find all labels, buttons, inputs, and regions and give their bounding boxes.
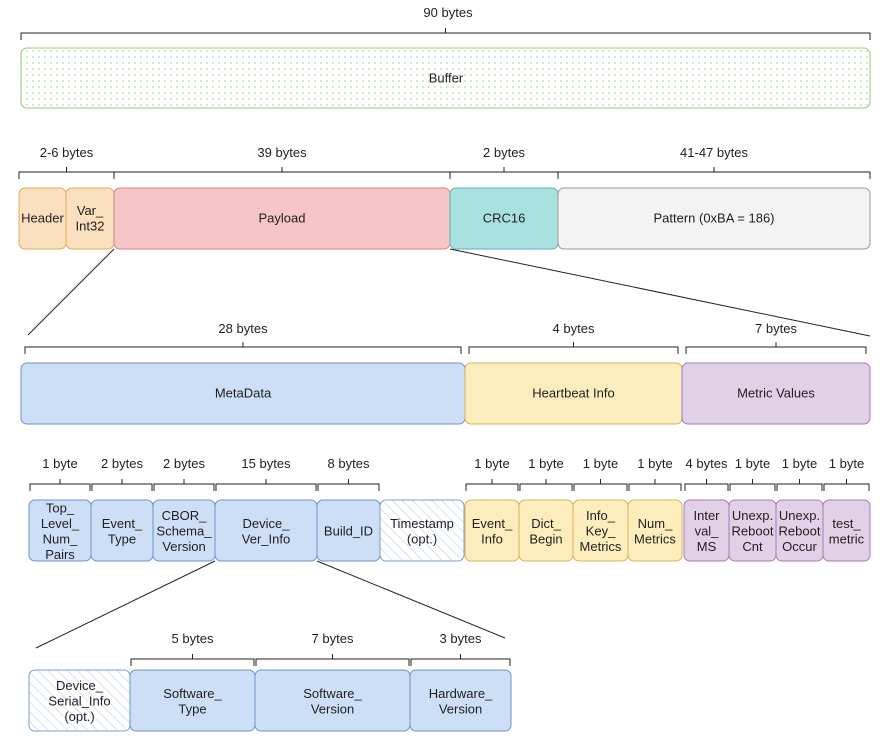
- frame-brace: [449, 167, 559, 179]
- device-expand-line-right: [316, 560, 506, 639]
- payload-size-label: 4 bytes: [553, 321, 595, 336]
- device-part-box: [409, 669, 512, 732]
- field-size-label: 1 byte: [782, 456, 817, 471]
- frame-brace: [18, 167, 115, 179]
- field-label: Build_ID: [324, 524, 373, 539]
- field-brace: [776, 479, 823, 491]
- field-brace: [628, 479, 682, 491]
- field-brace: [465, 479, 519, 491]
- frame-header-label: Header: [21, 211, 64, 226]
- device-part-label: Software_Version: [303, 686, 362, 717]
- payload-size-label: 7 bytes: [755, 321, 797, 336]
- device-part-brace: [130, 654, 255, 666]
- field-size-label: 2 bytes: [101, 456, 143, 471]
- buffer-label: Buffer: [429, 71, 464, 86]
- field-brace: [29, 479, 91, 491]
- payload-brace: [24, 342, 462, 354]
- device-part-brace: [255, 654, 410, 666]
- frame-size-label: 2-6 bytes: [40, 145, 94, 160]
- field-box: [627, 499, 683, 562]
- device-part-label: Hardware_Version: [429, 686, 493, 717]
- payload-brace: [468, 342, 679, 354]
- device-part-size-label: 3 bytes: [440, 631, 482, 646]
- frame-payload-label: Payload: [259, 211, 306, 226]
- frame-size-label: 39 bytes: [257, 145, 307, 160]
- field-brace: [153, 479, 215, 491]
- field-brace: [215, 479, 317, 491]
- field-brace: [573, 479, 628, 491]
- field-label: Dict_Begin: [529, 516, 562, 547]
- device-expand-line-left: [35, 560, 216, 649]
- metadata-label: MetaData: [215, 386, 272, 401]
- device-part-size-label: 7 bytes: [312, 631, 354, 646]
- field-label: test_metric: [829, 516, 865, 547]
- metric-values-label: Metric Values: [737, 386, 815, 401]
- frame-pattern-box: [557, 187, 871, 250]
- field-label: Device_Ver_Info: [242, 516, 290, 547]
- field-size-label: 1 byte: [735, 456, 770, 471]
- field-size-label: 1 byte: [42, 456, 77, 471]
- heartbeat-info-label: Heartbeat Info: [532, 386, 614, 401]
- device-part-size-label: 5 bytes: [172, 631, 214, 646]
- field-label: Event_Info: [472, 516, 513, 547]
- field-size-label: 1 byte: [829, 456, 864, 471]
- field-size-label: 2 bytes: [163, 456, 205, 471]
- field-brace: [823, 479, 870, 491]
- device-part-label: Device_Serial_Info(opt.): [48, 678, 110, 724]
- field-size-label: 15 bytes: [241, 456, 291, 471]
- field-label: Timestamp(opt.): [390, 516, 454, 547]
- device-part-brace: [410, 654, 511, 666]
- field-size-label: 1 byte: [583, 456, 618, 471]
- frame-brace: [113, 167, 451, 179]
- frame-size-label: 41-47 bytes: [680, 145, 748, 160]
- field-size-label: 1 byte: [474, 456, 509, 471]
- field-size-label: 1 byte: [637, 456, 672, 471]
- field-box: [822, 499, 871, 562]
- field-label: CBOR_Schema_Version: [157, 508, 213, 554]
- buffer-brace: [20, 28, 871, 40]
- frame-crc16-label: CRC16: [483, 211, 526, 226]
- payload-expand-line-right: [449, 248, 871, 337]
- field-brace: [684, 479, 729, 491]
- frame-size-label: 2 bytes: [483, 145, 525, 160]
- buffer-size-label: 90 bytes: [423, 5, 473, 20]
- field-brace: [729, 479, 776, 491]
- field-box: [379, 499, 465, 562]
- field-brace: [91, 479, 153, 491]
- field-size-label: 4 bytes: [686, 456, 728, 471]
- buffer-box: [20, 47, 871, 109]
- field-brace: [317, 479, 380, 491]
- field-label: Top_Level_Num_Pairs: [41, 500, 80, 562]
- metric-values-box: [681, 362, 871, 425]
- field-label: Num_Metrics: [634, 516, 676, 547]
- payload-brace: [685, 342, 867, 354]
- payload-size-label: 28 bytes: [218, 321, 268, 336]
- payload-expand-line-left: [27, 248, 115, 336]
- field-label: Event_Type: [102, 516, 143, 547]
- field-label: Info_Key_Metrics: [580, 508, 622, 554]
- frame-varint32-label: Var_Int32: [76, 203, 105, 234]
- field-size-label: 8 bytes: [328, 456, 370, 471]
- frame-brace: [557, 167, 871, 179]
- field-size-label: 1 byte: [528, 456, 563, 471]
- device-part-label: Software_Type: [163, 686, 222, 717]
- frame-pattern-label: Pattern (0xBA = 186): [653, 211, 774, 226]
- field-brace: [519, 479, 573, 491]
